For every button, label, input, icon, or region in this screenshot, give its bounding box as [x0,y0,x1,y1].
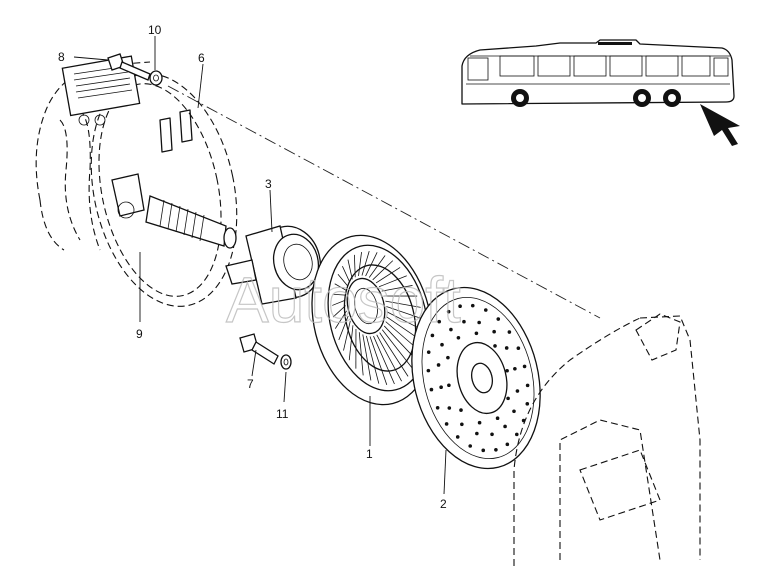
bolt-8 [107,53,151,81]
release-bearing [225,225,322,305]
pressure-plate [311,234,433,406]
label-7: 7 [247,377,254,391]
label-6: 6 [198,51,205,65]
label-9: 9 [136,327,143,341]
label-2: 2 [440,497,447,511]
engine-block [513,313,701,566]
label-10: 10 [148,23,162,37]
clutch-disc [411,286,541,470]
bus-location-inset [461,39,740,146]
leader-lines [73,36,447,495]
washer-11 [280,354,292,370]
washer-10 [149,70,163,86]
label-3: 3 [265,177,272,191]
label-8: 8 [58,50,65,64]
centre-axis [167,85,601,319]
gearbox-housing [35,55,238,307]
bolt-7 [239,333,279,365]
label-1: 1 [366,447,373,461]
watermark: Autosoft [226,264,461,336]
location-arrow-icon [700,104,740,146]
label-11: 11 [276,407,289,421]
